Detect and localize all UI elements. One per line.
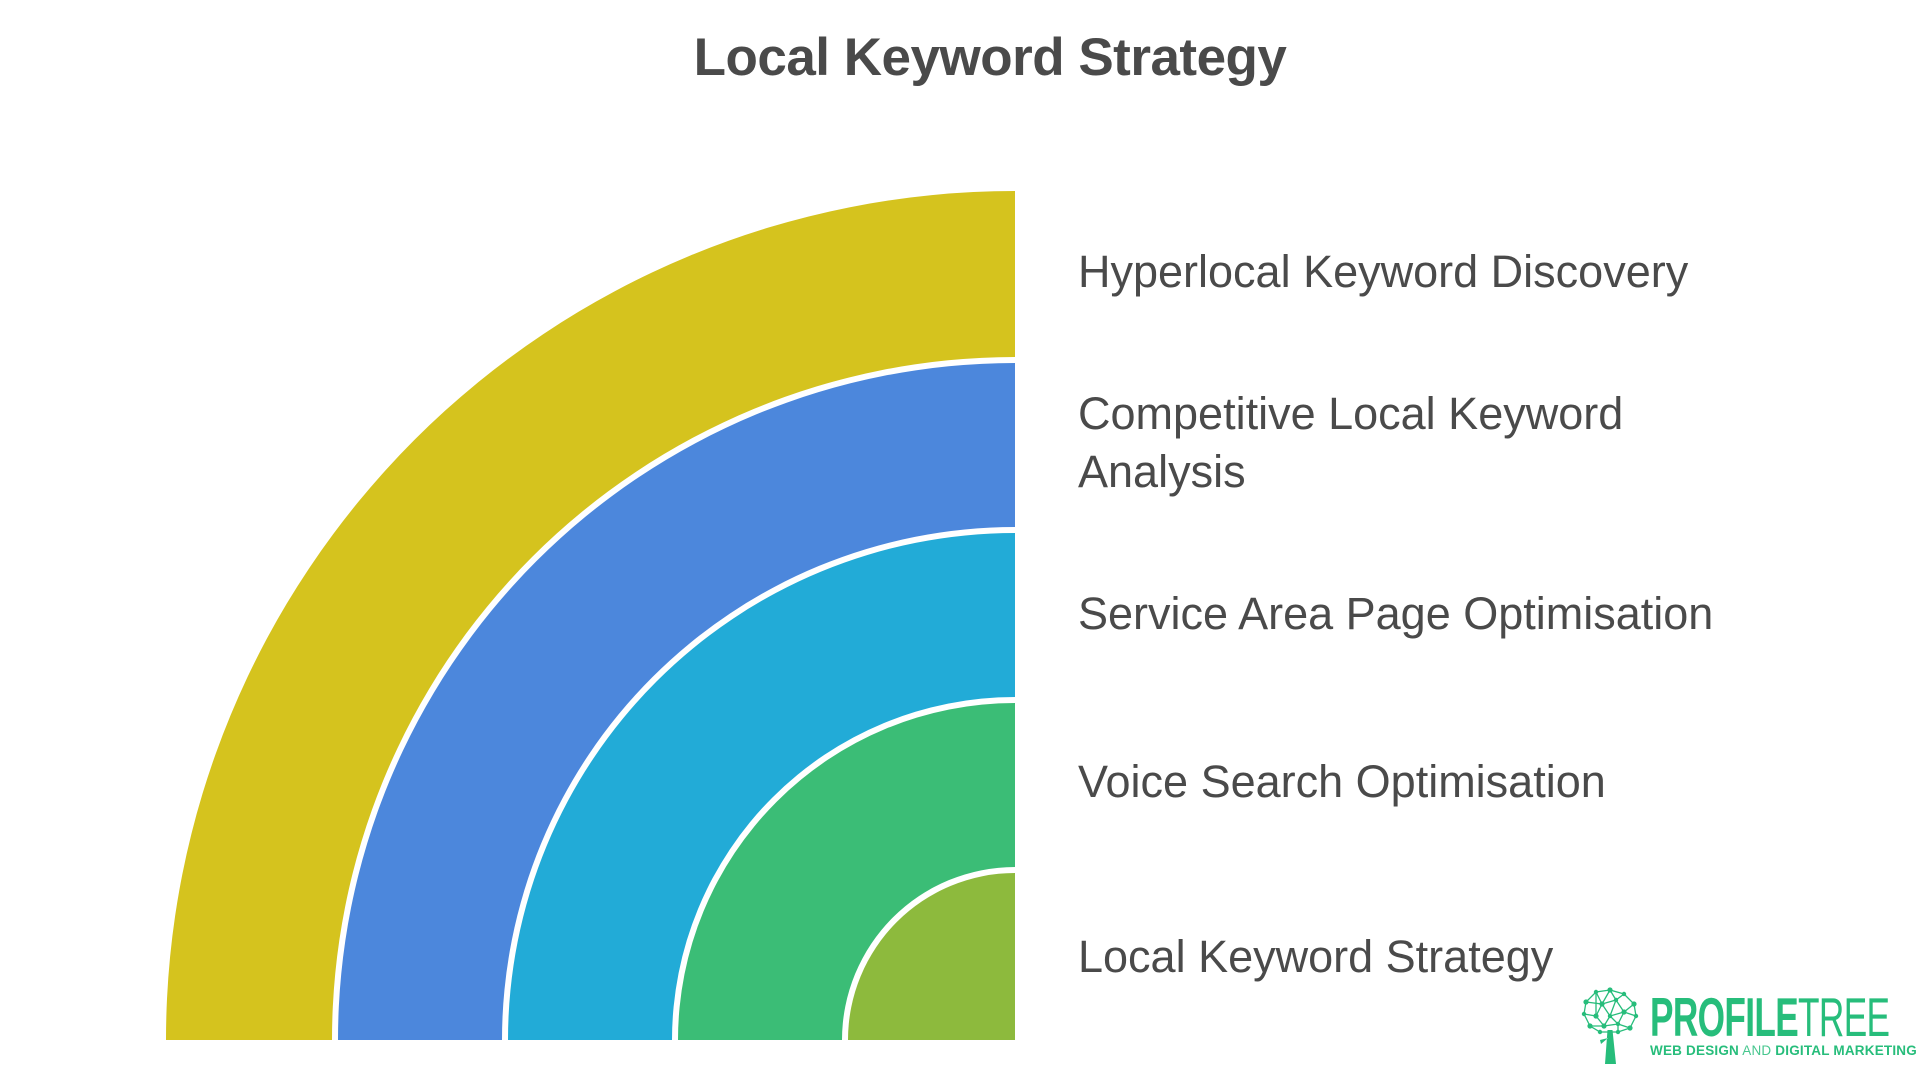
profiletree-logo: PROFILETREE WEB DESIGN AND DIGITAL MARKE… xyxy=(1580,986,1917,1064)
logo-brand-tree: TREE xyxy=(1798,985,1890,1048)
tree-trunk xyxy=(1600,1030,1616,1064)
logo-brand-profile: PROFILE xyxy=(1650,985,1799,1048)
page-title: Local Keyword Strategy xyxy=(693,28,1287,87)
logo-tagline: WEB DESIGN AND DIGITAL MARKETING xyxy=(1650,1042,1917,1058)
ring-label-voice-search-optimisation: Voice Search Optimisation xyxy=(1078,756,1606,807)
logo-tagline-digital-marketing: DIGITAL MARKETING xyxy=(1775,1042,1917,1058)
ring-label-competitive-local-keyword-analysis: Competitive Local Keyword Analysis xyxy=(1078,388,1624,497)
diagram-ring-1 xyxy=(166,191,1015,1040)
diagram-ring-4 xyxy=(678,703,1015,1040)
diagram-ring-3 xyxy=(508,533,1015,1040)
ring-label-local-keyword-strategy: Local Keyword Strategy xyxy=(1078,931,1554,982)
logo-text: PROFILETREE WEB DESIGN AND DIGITAL MARKE… xyxy=(1650,989,1917,1058)
logo-tagline-web-design: WEB DESIGN xyxy=(1650,1042,1740,1058)
logo-tagline-and: AND xyxy=(1742,1042,1772,1058)
diagram-ring-5 xyxy=(848,873,1015,1040)
ring-label-service-area-page-optimisation: Service Area Page Optimisation xyxy=(1078,588,1714,639)
logo-brand: PROFILETREE xyxy=(1650,989,1890,1044)
diagram-ring-2 xyxy=(338,363,1015,1040)
profiletree-tree-icon xyxy=(1581,987,1639,1064)
ring-label-hyperlocal-keyword-discovery: Hyperlocal Keyword Discovery xyxy=(1078,246,1689,297)
